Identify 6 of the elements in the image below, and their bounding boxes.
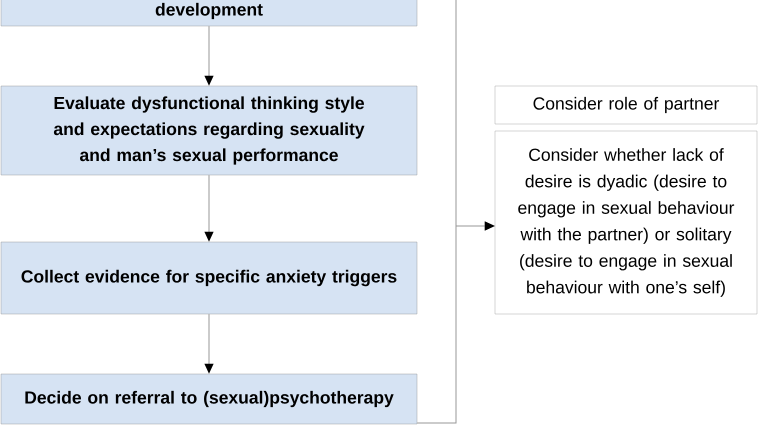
process-box: Collect evidence for specific anxiety triggers (0, 242, 418, 314)
process-box: Evaluate dysfunctional thinking style and expectations regarding sexuality and man’s sexual performance (0, 86, 418, 176)
note-box: Consider role of partner (494, 86, 758, 124)
process-box: development (0, 0, 418, 26)
note-box: Consider whether lack of desire is dyadic (desire to engage in sexual behaviour with the partner) or solitary (desire to engage in sexual behaviour with one’s self) (494, 130, 758, 314)
process-box: Decide on referral to (sexual)psychotherapy (0, 374, 418, 424)
